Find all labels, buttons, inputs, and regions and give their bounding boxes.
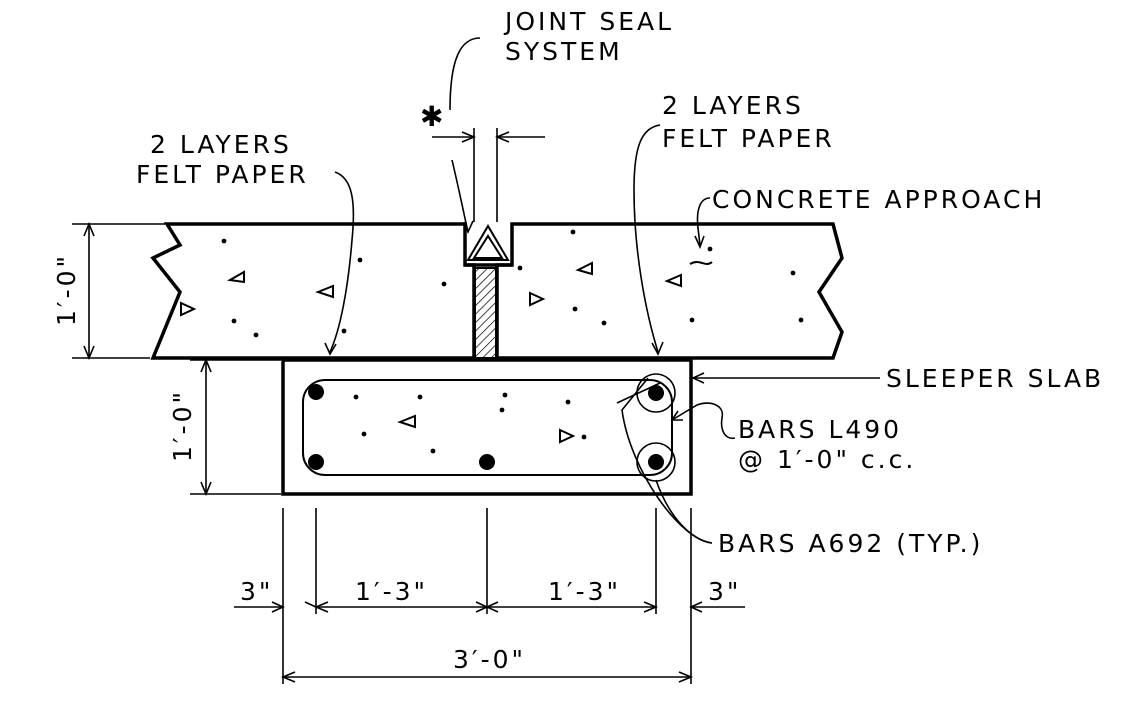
asterisk-marker: ✱ bbox=[420, 100, 446, 133]
felt-paper-left-line2: FELT PAPER bbox=[136, 160, 309, 189]
dim-sleeper-thickness: 1′-0" bbox=[168, 389, 197, 462]
approach-slab-right bbox=[495, 222, 844, 360]
dim-span-left: 1′-3" bbox=[355, 577, 428, 606]
rebar-bottom-right bbox=[648, 454, 664, 470]
felt-paper-left-line1: 2 LAYERS bbox=[150, 130, 292, 159]
stirrup-loop bbox=[302, 379, 673, 476]
dimension-lines bbox=[72, 221, 745, 684]
bars-l490-line1: BARS L490 bbox=[738, 415, 902, 444]
joint-seal-label-line1: JOINT SEAL bbox=[503, 7, 674, 36]
dim-span-right: 1′-3" bbox=[548, 577, 621, 606]
felt-paper-right-line1: 2 LAYERS bbox=[662, 91, 804, 120]
bars-a692-label: BARS A692 (TYP.) bbox=[718, 529, 983, 558]
rebar-top-right bbox=[648, 385, 664, 401]
felt-paper-right-line2: FELT PAPER bbox=[662, 124, 835, 153]
joint-seal-label-line2: SYSTEM bbox=[505, 37, 623, 66]
approach-slab-left bbox=[150, 222, 476, 360]
aggregate-marks bbox=[180, 229, 804, 454]
leader-lines bbox=[324, 37, 880, 544]
joint-width-dimension bbox=[432, 128, 545, 222]
rebar-top-left bbox=[308, 384, 324, 400]
sleeper-slab-label: SLEEPER SLAB bbox=[886, 364, 1104, 393]
rebar-bottom-mid bbox=[479, 454, 495, 470]
concrete-approach-label: CONCRETE APPROACH bbox=[712, 185, 1045, 214]
sleeper-slab bbox=[281, 358, 693, 496]
rebar-bottom-left bbox=[308, 454, 324, 470]
bars-l490-line2: @ 1′-0" c.c. bbox=[738, 445, 916, 474]
joint-seal bbox=[466, 224, 510, 261]
dim-cover-right: 3" bbox=[708, 577, 741, 606]
joint-filler bbox=[474, 267, 497, 359]
dim-approach-thickness: 1′-0" bbox=[52, 253, 81, 326]
dim-cover-left: 3" bbox=[240, 577, 273, 606]
dim-total-width: 3′-0" bbox=[453, 645, 526, 674]
